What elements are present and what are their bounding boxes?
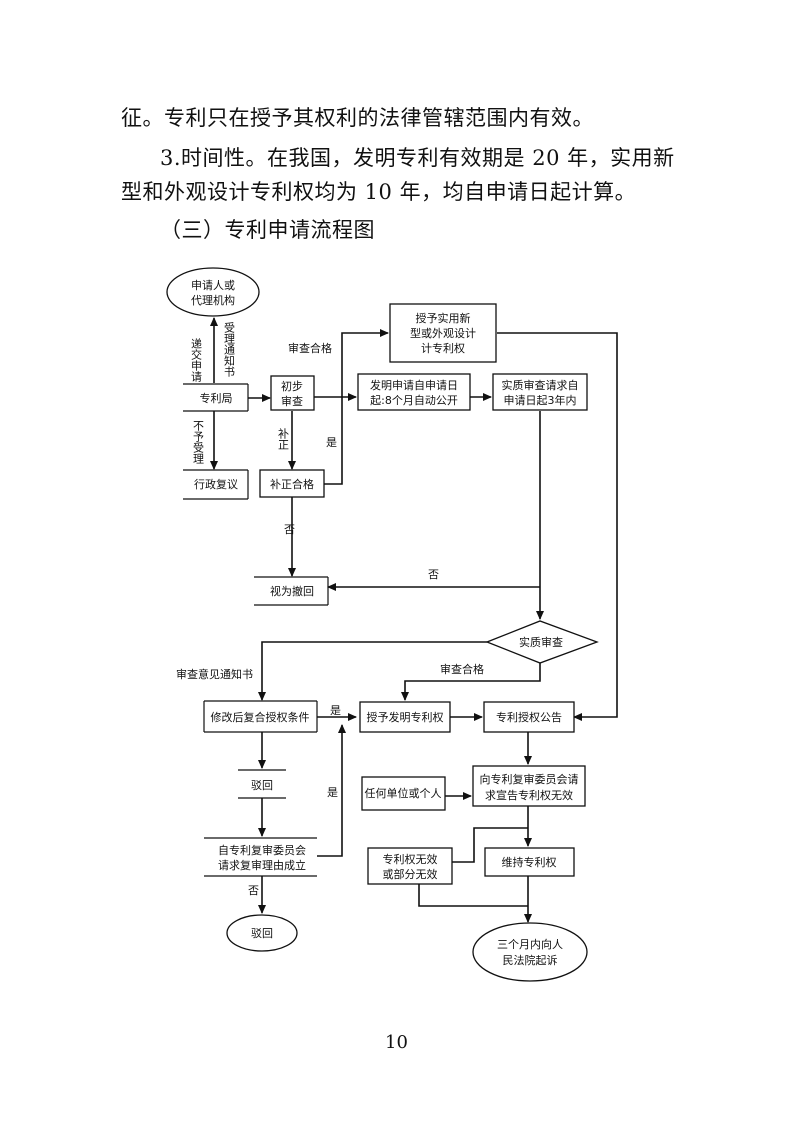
yes-label-2: 是: [330, 704, 341, 717]
grant-utility-line2: 型或外观设计: [410, 326, 476, 340]
maintain-label: 维持专利权: [502, 855, 557, 869]
anyone-label: 任何单位或个人: [365, 786, 442, 800]
grant-invention-label: 授予发明专利权: [367, 710, 444, 724]
reexam-request-node: 自专利复审委员会 请求复审理由成立: [204, 837, 317, 877]
modify-label: 修改后复合授权条件: [211, 710, 310, 724]
invalid-result-line1: 专利权无效: [383, 852, 438, 866]
no-label-2: 否: [428, 568, 439, 581]
yes-label-1: 是: [326, 436, 337, 449]
substantive-request-line1: 实质审查请求自: [502, 378, 579, 392]
grant-announce-node: 专利授权公告: [483, 701, 575, 733]
lawsuit-line1: 三个月内向人: [497, 937, 563, 951]
grant-utility-line1: 授予实用新: [416, 311, 471, 325]
reject1-label: 驳回: [251, 779, 273, 792]
substantive-request-node: 实质审查请求自 申请日起3年内: [492, 373, 588, 411]
reexam-line2: 请求复审理由成立: [218, 858, 306, 872]
deemed-withdrawn-node: 视为撤回: [254, 576, 329, 606]
grant-announce-label: 专利授权公告: [496, 710, 562, 724]
patent-office-node: 专利局: [183, 383, 249, 412]
text-line-1: 征。专利只在授予其权利的法律管辖范围内有效。: [121, 106, 594, 130]
text-line-2: 3.时间性。在我国，发明专利有效期是 20 年，实用新: [160, 146, 675, 170]
lawsuit-node: 三个月内向人 民法院起诉: [472, 922, 588, 982]
flow-connectors: [210, 317, 618, 923]
corrected-ok-node: 补正合格: [259, 469, 325, 498]
maintain-node: 维持专利权: [484, 847, 575, 877]
invalid-result-line2: 或部分无效: [383, 867, 438, 881]
publish-line1: 发明申请自申请日: [370, 378, 458, 392]
no-label-1: 否: [284, 523, 295, 536]
grant-utility-line3: 计专利权: [421, 341, 465, 355]
reject-node-1: 驳回: [238, 769, 286, 799]
reject2-label: 驳回: [251, 927, 273, 940]
invalid-result-node: 专利权无效 或部分无效: [367, 847, 453, 885]
applicant-line1: 申请人或: [191, 279, 235, 292]
invalid-request-line2: 求宣告专利权无效: [485, 788, 573, 802]
not-accept-label: 不予受理: [192, 420, 205, 464]
yes-label-3: 是: [327, 786, 338, 799]
grant-invention-node: 授予发明专利权: [359, 701, 451, 733]
prelim-exam-node: 初步 审查: [270, 375, 315, 411]
patent-office-label: 专利局: [200, 391, 233, 405]
exam-pass-top-label: 审查合格: [288, 341, 332, 355]
applicant-line2: 代理机构: [191, 293, 235, 307]
submit-label: 递交申请: [190, 337, 203, 383]
exam-opinion-label: 审查意见通知书: [176, 667, 253, 681]
corrected-ok-label: 补正合格: [270, 477, 314, 491]
correct-label: 补正: [277, 428, 290, 450]
lawsuit-line2: 民法院起诉: [503, 953, 558, 967]
anyone-node: 任何单位或个人: [361, 776, 446, 811]
invalid-request-node: 向专利复审委员会请 求宣告专利权无效: [472, 765, 586, 807]
notice-label: 受理通知书: [223, 322, 236, 377]
admin-review-label: 行政复议: [194, 477, 238, 491]
modify-node: 修改后复合授权条件: [203, 700, 318, 733]
page-number: 10: [385, 1032, 408, 1053]
exam-pass-mid-label: 审查合格: [440, 662, 484, 676]
reject-node-2: 驳回: [226, 914, 298, 952]
reexam-line1: 自专利复审委员会: [218, 843, 306, 857]
prelim-line1: 初步: [281, 379, 303, 393]
admin-review-node: 行政复议: [183, 469, 249, 500]
no-label-3: 否: [248, 884, 259, 897]
deemed-withdrawn-label: 视为撤回: [270, 584, 314, 598]
prelim-line2: 审查: [281, 394, 303, 408]
invalid-request-line1: 向专利复审委员会请: [480, 772, 579, 786]
substantive-request-line2: 申请日起3年内: [504, 393, 577, 407]
text-line-3: 型和外观设计专利权均为 10 年，均自申请日起计算。: [121, 180, 637, 204]
section-heading: （三）专利申请流程图: [160, 218, 375, 242]
grant-utility-node: 授予实用新 型或外观设计 计专利权: [389, 303, 497, 363]
substantive-exam-node: 实质审查: [485, 620, 599, 664]
publish-line2: 起:8个月自动公开: [370, 394, 458, 407]
publish-node: 发明申请自申请日 起:8个月自动公开: [357, 373, 471, 411]
substantive-exam-label: 实质审查: [519, 635, 563, 649]
applicant-node: 申请人或 代理机构: [166, 267, 260, 317]
